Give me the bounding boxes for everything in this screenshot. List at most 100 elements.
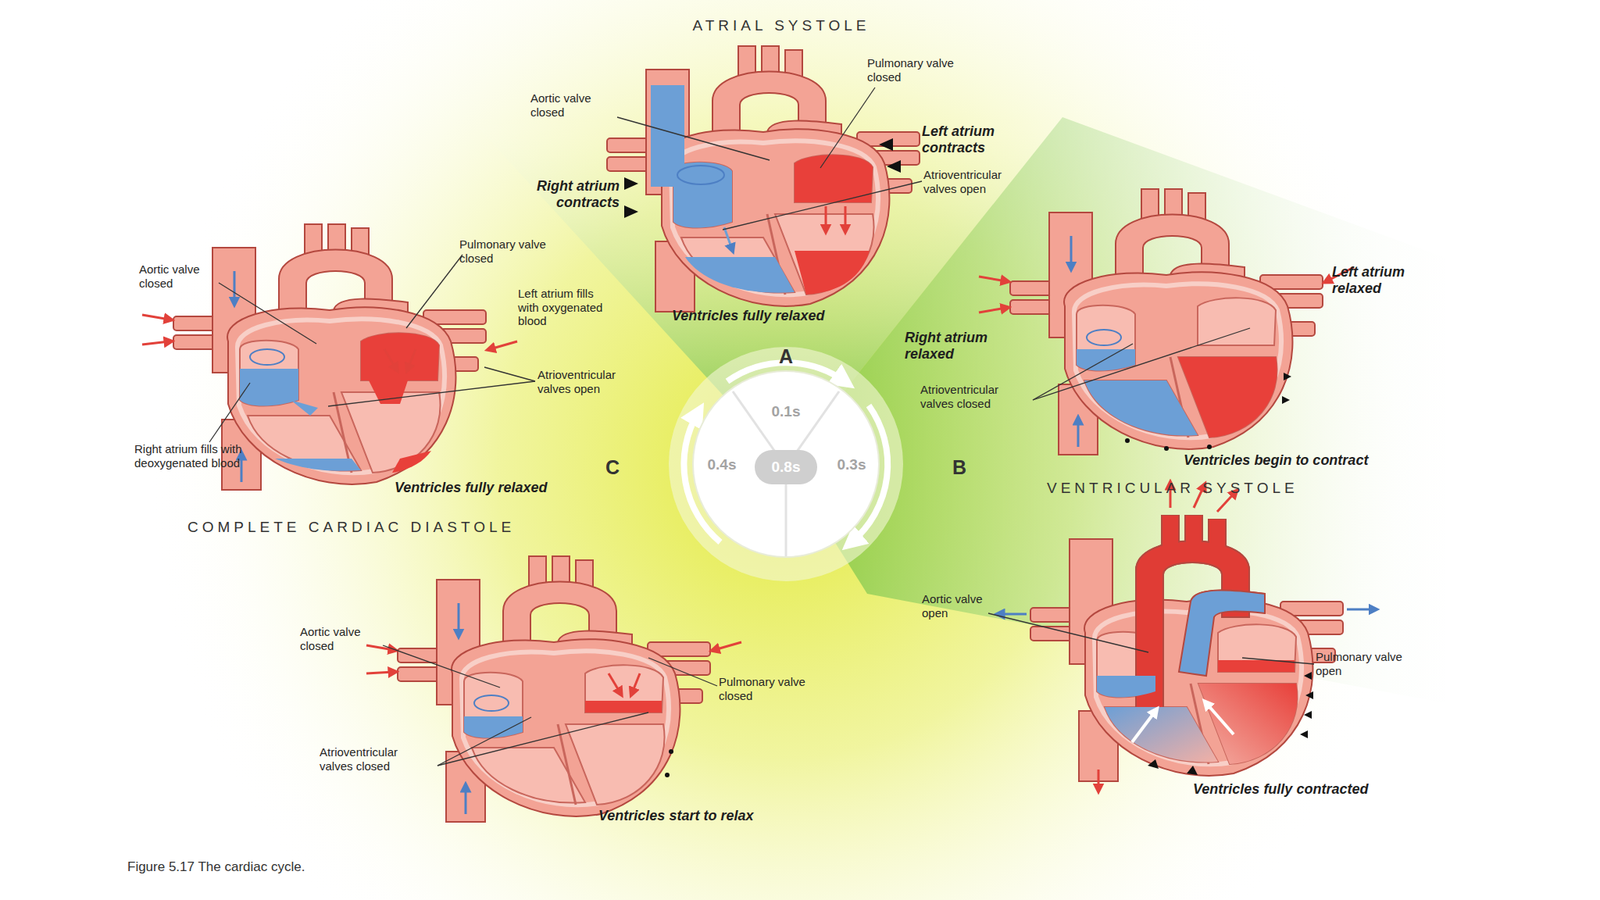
part-label: Pulmonary valve closed	[459, 237, 561, 265]
heart-atrial-systole	[825, 206, 828, 230]
heart-ventricles-contracted	[1162, 515, 1179, 555]
part-label: Aortic valve closed	[139, 262, 225, 290]
part-label: Pulmonary valve open	[1315, 650, 1410, 678]
heart-ventricles-contracted	[1186, 765, 1198, 775]
heart-ventricles-relax	[366, 671, 394, 674]
leader-line	[617, 117, 770, 161]
heart-ventricles-contracted	[1097, 769, 1100, 790]
leader-line	[1032, 328, 1250, 400]
phase-note: Ventricles start to relax	[598, 807, 833, 825]
phase-letter: C	[600, 456, 625, 480]
heart-diastole	[407, 349, 416, 369]
heart-atrial-systole	[607, 46, 920, 312]
leader-line	[1242, 657, 1315, 665]
time-value: 0.4s	[698, 456, 746, 474]
background-fan	[145, 0, 1446, 900]
heart-atrial-systole	[677, 165, 725, 185]
leader-line	[722, 181, 922, 230]
phase-heading: ATRIAL SYSTOLE	[687, 17, 875, 35]
heart-ventricles-relax	[664, 772, 670, 778]
part-label: Aortic valve closed	[530, 91, 617, 119]
part-label: Atrioventricular valves open	[537, 367, 647, 396]
leader-line	[218, 282, 317, 344]
part-label: Pulmonary valve closed	[867, 56, 969, 84]
heart-ventricles-contracted	[1030, 515, 1343, 782]
phase-heading: COMPLETE CARDIAC DIASTOLE	[187, 518, 625, 536]
heart-ventricles-begin	[1178, 357, 1278, 438]
heart-ventricles-begin	[1164, 446, 1169, 451]
leader-line	[328, 381, 536, 407]
heart-ventricles-relax	[397, 556, 711, 822]
phase-heading: VENTRICULAR SYSTOLE	[1046, 479, 1375, 497]
heart-ventricles-contracted	[1185, 515, 1202, 551]
phase-note: Left atrium contracts	[921, 123, 1040, 157]
heart-ventricles-begin	[1084, 380, 1198, 436]
heart-atrial-systole	[724, 227, 733, 250]
heart-ventricles-contracted	[999, 613, 1027, 616]
cycle-ring	[668, 346, 904, 582]
leader-line	[648, 657, 718, 686]
heart-atrial-systole	[886, 160, 901, 173]
heart-ventricles-begin	[978, 307, 1007, 313]
heart-ventricles-contracted	[1303, 671, 1312, 680]
phase-note: Ventricles fully relaxed	[671, 307, 907, 325]
time-value: 0.3s	[828, 456, 875, 474]
heart-ventricles-contracted	[999, 484, 1375, 790]
heart-ventricles-relax	[632, 673, 640, 693]
heart-diastole	[142, 314, 170, 320]
phase-note: Right atrium contracts	[494, 178, 620, 211]
heart-ventricles-begin	[1077, 419, 1080, 447]
heart-diastole	[142, 341, 170, 345]
part-label: Left atrium fills with oxygenated blood	[517, 286, 616, 329]
leader-line	[382, 645, 500, 688]
cycle-ring	[668, 346, 904, 582]
leader-line	[209, 382, 250, 443]
heart-ventricles-begin	[1070, 235, 1073, 268]
heart-ventricles-begin	[1282, 396, 1290, 404]
heart-ventricles-begin	[1125, 438, 1130, 443]
heart-diastole	[250, 349, 285, 365]
heart-ventricles-begin	[1283, 372, 1292, 381]
part-label: Atrioventricular valves closed	[920, 382, 1030, 411]
part-label: Atrioventricular valves closed	[319, 745, 429, 773]
heart-ventricles-relax	[474, 695, 509, 711]
heart-ventricles-begin	[1086, 329, 1122, 346]
time-value: 0.1s	[762, 403, 810, 421]
leader-line	[209, 87, 1315, 766]
heart-ventricles-begin	[1076, 349, 1136, 372]
total-time-pill: 0.8s	[754, 450, 818, 485]
heart-atrial-systole	[878, 138, 893, 151]
part-label: Right atrium fills with deoxygenated blo…	[134, 442, 252, 470]
heart-atrial-systole	[624, 205, 639, 218]
part-label: Atrioventricular valves open	[923, 167, 1033, 196]
heart-ventricles-relax	[608, 673, 621, 693]
timing-dial: 0.1s 0.4s 0.3s 0.8s	[693, 371, 879, 557]
phase-note: Right atrium relaxed	[904, 329, 1022, 363]
heart-ventricles-relax	[464, 786, 468, 815]
heart-diastole	[239, 368, 299, 407]
heart-atrial-systole	[794, 154, 873, 203]
heart-diastole	[392, 450, 432, 473]
phase-letter: A	[773, 345, 799, 369]
heart-ventricles-contracted	[1132, 710, 1156, 743]
heart-ventricles-contracted	[1217, 660, 1295, 672]
heart-atrial-systole	[794, 250, 870, 295]
heart-ventricles-contracted	[1305, 691, 1314, 700]
heart-ventricles-contracted	[1346, 608, 1375, 611]
time-value: 0.8s	[771, 458, 801, 476]
heart-ventricles-contracted	[1206, 703, 1234, 735]
heart-diastole	[275, 458, 361, 472]
part-label: Aortic valve open	[921, 592, 1008, 620]
heart-atrial-systole	[607, 46, 920, 312]
heart-diastole	[384, 349, 397, 369]
heart-ventricles-relax	[714, 642, 742, 650]
heart-atrial-systole	[673, 162, 733, 229]
heart-ventricles-relax	[585, 700, 662, 713]
leader-line	[406, 254, 463, 329]
phase-note: Ventricles fully relaxed	[394, 479, 629, 497]
phase-note: Ventricles begin to contract	[1183, 452, 1465, 469]
heart-atrial-systole	[844, 206, 847, 230]
leader-line	[820, 87, 875, 168]
heart-ventricles-begin	[1207, 444, 1212, 450]
